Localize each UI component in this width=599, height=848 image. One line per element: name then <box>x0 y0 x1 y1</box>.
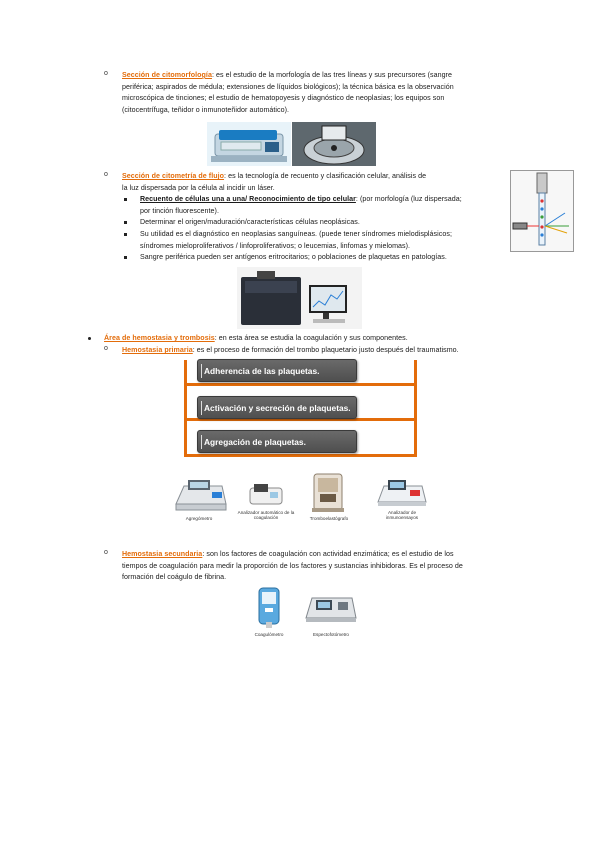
device-caption: Espectofotómetro <box>312 632 349 637</box>
text-line: microscópica de tinciones; el estudio de… <box>122 94 445 103</box>
step-box: Adherencia de las plaquetas. <box>197 359 357 382</box>
list-bullet: o <box>104 70 108 77</box>
tenidor-image <box>292 122 376 166</box>
devices-primaria-row: Agregómetro Analizador automático de la … <box>166 470 436 540</box>
citometria-paragraph: Sección de citometría de flujo: es la te… <box>122 171 482 194</box>
bold-term: Recuento de células una a una/ Reconocim… <box>140 195 356 203</box>
step-connector <box>184 418 417 421</box>
text-line: la luz dispersada por la célula al incid… <box>122 183 275 192</box>
step-connector <box>184 454 417 457</box>
citometria-item-2: Determinar el origen/maduración/caracter… <box>140 217 490 229</box>
list-bullet: o <box>104 549 108 556</box>
device-caption: Agregómetro <box>185 516 213 521</box>
agregometro-image <box>175 480 227 511</box>
step-box: Activación y secreción de plaquetas. <box>197 396 357 419</box>
citometria-item-4: Sangre periférica pueden ser antígenos e… <box>140 252 490 264</box>
text-line: : son los factores de coagulación con ac… <box>202 550 454 558</box>
square-bullet <box>124 256 127 259</box>
device-caption: Coagulómetro <box>254 632 284 637</box>
citometria-item-3: Su utilidad es el diagnóstico en neoplas… <box>140 229 490 252</box>
step-connector-vertical <box>184 360 187 457</box>
text-line: : es la tecnología de recuento y clasifi… <box>224 172 427 180</box>
hemostasia-title: Área de hemostasia y trombosis <box>104 334 215 342</box>
secundaria-paragraph: Hemostasia secundaria: son los factores … <box>122 549 502 584</box>
text-line: : es el proceso de formación del trombo … <box>192 346 459 354</box>
espectofotometro-image <box>305 597 357 622</box>
tromboelastografo-image <box>312 473 344 512</box>
analizador-coagulacion-image <box>249 484 283 505</box>
device-caption: Tromboelastógrafo <box>309 516 349 521</box>
list-bullet: o <box>104 171 108 178</box>
step-connector <box>184 383 417 386</box>
devices-secundaria-row: Coagulómetro Espectofotómetro <box>246 584 366 644</box>
device-caption: Analizador automático de la coagulación <box>237 510 295 521</box>
analizador-inmunoensayos-image <box>377 480 427 506</box>
text-line: formación del coágulo de fibrina. <box>122 573 227 582</box>
hemostasia-paragraph: Área de hemostasia y trombosis: en esta … <box>104 333 504 345</box>
step-connector-vertical <box>414 360 417 457</box>
text-line: síndromes mieloproliferativos / linfopro… <box>140 241 411 250</box>
text-line: : (por morfología (luz dispersada; <box>355 195 462 203</box>
text-line: tiempos de coagulación para medir la pro… <box>122 561 463 570</box>
text-line: periférica; aspirados de médula; extensi… <box>122 82 454 91</box>
text-line: : es el estudio de la morfología de las … <box>211 71 452 79</box>
step-box: Agregación de plaquetas. <box>197 430 357 453</box>
citomorfologia-paragraph: Sección de citomorfología: es el estudio… <box>122 70 502 116</box>
list-bullet <box>88 337 91 340</box>
square-bullet <box>124 198 127 201</box>
device-caption: Analizador de inmunoensayos <box>385 510 419 521</box>
text-line: (citocentrífuga, teñidor o inmunoteñidor… <box>122 105 290 114</box>
citomorfologia-title: Sección de citomorfología <box>122 71 212 79</box>
coagulometro-image <box>258 587 280 628</box>
citocentrifuga-image <box>207 122 291 166</box>
text-line: por tinción fluorescente). <box>140 206 219 215</box>
text-line: Sangre periférica pueden ser antígenos e… <box>140 253 447 261</box>
text-line: Su utilidad es el diagnóstico en neoplas… <box>140 230 452 238</box>
citometria-title: Sección de citometría de flujo <box>122 172 225 180</box>
secundaria-title: Hemostasia secundaria <box>122 550 203 558</box>
citometria-item-1: Recuento de células una a una/ Reconocim… <box>140 194 490 217</box>
primaria-title: Hemostasia primaria <box>122 346 193 354</box>
square-bullet <box>124 221 127 224</box>
primaria-paragraph: Hemostasia primaria: es el proceso de fo… <box>122 345 522 357</box>
flow-cell-diagram <box>510 170 574 252</box>
list-bullet: o <box>104 345 108 352</box>
citometro-image <box>237 267 362 329</box>
text-line: : en esta área se estudia la coagulación… <box>214 334 408 342</box>
square-bullet <box>124 233 127 236</box>
text-line: Determinar el origen/maduración/caracter… <box>140 218 360 226</box>
